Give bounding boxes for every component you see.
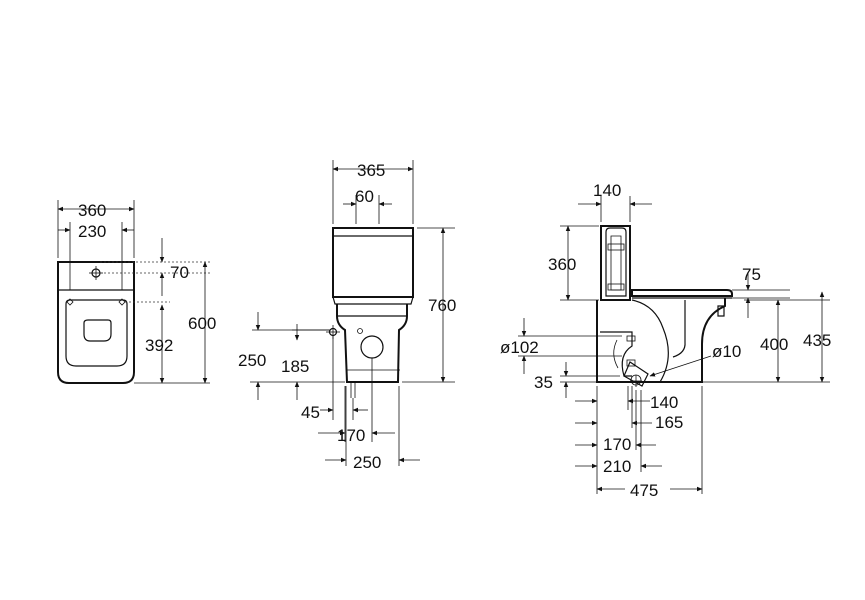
top-view-outline	[57, 261, 135, 384]
front-dim-250-label: 250	[238, 351, 266, 370]
side-dim-475-label: 475	[630, 481, 658, 500]
front-dim-170-label: 170	[337, 426, 365, 445]
front-outlet	[360, 335, 384, 359]
front-height-760-label: 760	[428, 296, 456, 315]
side-dim-170-label: 170	[603, 435, 631, 454]
top-dim-70-label: 70	[170, 263, 189, 282]
side-dia-10-label: ø10	[712, 342, 741, 361]
top-view-seat	[65, 299, 128, 367]
front-dim-185-label: 185	[281, 357, 309, 376]
side-cistern	[600, 225, 631, 301]
side-dim-400-label: 400	[760, 335, 788, 354]
top-width-230-label: 230	[78, 222, 106, 241]
front-width-60-label: 60	[355, 187, 374, 206]
top-dim-392-label: 392	[145, 336, 173, 355]
front-view: 365 60 760 250 185 45 170	[238, 160, 456, 472]
front-width-365-label: 365	[357, 161, 385, 180]
top-view: 360 230 70 392 600	[57, 200, 216, 384]
side-dia-102-label: ø102	[500, 338, 539, 357]
side-seat	[631, 289, 733, 297]
side-dim-140-top-label: 140	[593, 181, 621, 200]
top-dim-600-label: 600	[188, 314, 216, 333]
side-dim-140-label: 140	[650, 393, 678, 412]
side-dim-165-label: 165	[655, 413, 683, 432]
front-cistern	[332, 227, 414, 298]
side-dim-210-label: 210	[603, 457, 631, 476]
side-view: 140 360 75 400 435 ø102 ø10 35	[500, 181, 831, 500]
top-width-360-label: 360	[78, 201, 106, 220]
front-base-250-label: 250	[353, 453, 381, 472]
side-dim-75-label: 75	[742, 265, 761, 284]
front-dim-45-label: 45	[301, 403, 320, 422]
side-dim-435-label: 435	[803, 331, 831, 350]
side-dim-35-label: 35	[534, 373, 553, 392]
side-bowl-body	[596, 298, 726, 383]
top-view-bowl-opening	[83, 319, 112, 342]
front-pedestal	[336, 304, 408, 383]
side-dim-360-label: 360	[548, 255, 576, 274]
